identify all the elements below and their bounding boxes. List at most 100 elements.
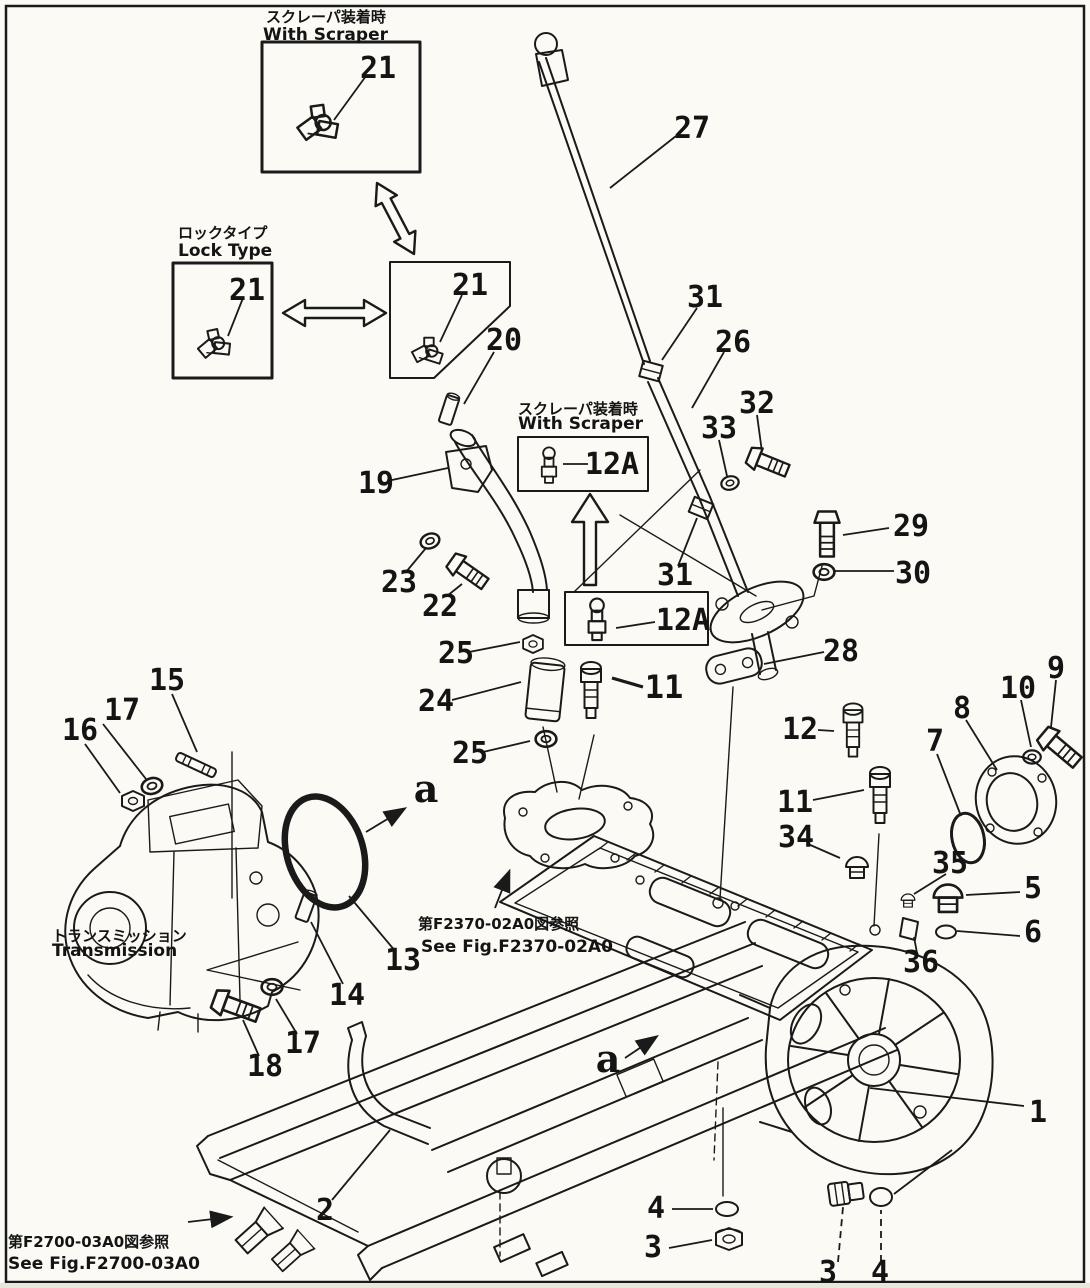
annotation-with-scraper-mid-jp: スクレーパ装着時 bbox=[518, 400, 638, 418]
main-frame bbox=[196, 921, 898, 1281]
grommet-31-upper bbox=[638, 359, 664, 383]
double-arrow-horizontal bbox=[281, 298, 388, 328]
cylinder-24 bbox=[524, 657, 566, 723]
part-label-21-3: 21 bbox=[452, 268, 488, 303]
part-label-3-46: 3 bbox=[819, 1255, 837, 1288]
detail-box-with-scraper-top bbox=[260, 40, 422, 174]
part-label-26-5: 26 bbox=[715, 325, 751, 360]
part-label-32-7: 32 bbox=[739, 386, 775, 421]
washer-30 bbox=[812, 562, 836, 582]
part-label-23-13: 23 bbox=[381, 565, 417, 600]
section-a-arrow-2 bbox=[624, 1034, 659, 1059]
part-label-34-31: 34 bbox=[778, 820, 814, 855]
bolt-18 bbox=[208, 985, 264, 1029]
part-label-21-0: 21 bbox=[360, 51, 396, 86]
part-label-3-44: 3 bbox=[644, 1230, 662, 1265]
o-ring-7 bbox=[950, 811, 986, 865]
part-label-12A-9: 12A bbox=[585, 447, 639, 482]
pointer-lines-transmission bbox=[206, 941, 301, 991]
part-label-5-34: 5 bbox=[1024, 871, 1042, 906]
part-label-28-18: 28 bbox=[823, 634, 859, 669]
bolt-22 bbox=[443, 549, 493, 595]
plug-35 bbox=[900, 893, 916, 908]
part-label-20-6: 20 bbox=[486, 323, 522, 358]
plug-3-right bbox=[827, 1180, 865, 1207]
clamp-31-lower bbox=[687, 495, 715, 521]
part-label-17-39: 17 bbox=[285, 1026, 321, 1061]
clip-33 bbox=[718, 473, 742, 493]
bracket-line-flange bbox=[761, 565, 823, 611]
part-label-1-45: 1 bbox=[1029, 1095, 1047, 1130]
part-label-17-27: 17 bbox=[104, 693, 140, 728]
detail-box-lock-type bbox=[171, 261, 274, 380]
annotation-see-fig-f2700-jp: 第F2700-03A0図参照 bbox=[8, 1233, 169, 1251]
transmission bbox=[64, 779, 320, 1033]
gasket-28 bbox=[705, 647, 763, 685]
up-arrow-scraper bbox=[570, 492, 610, 587]
washer-23 bbox=[417, 529, 443, 553]
annotation-with-scraper-top-jp: スクレーパ装着時 bbox=[266, 8, 386, 26]
see-fig-f2370-arrow bbox=[493, 868, 511, 909]
double-arrow-diagonal bbox=[374, 181, 417, 256]
detail-box-12a-upper bbox=[517, 436, 649, 492]
part-label-6-35: 6 bbox=[1024, 915, 1042, 950]
part-label-36-36: 36 bbox=[903, 945, 939, 980]
guide-bracket-2 bbox=[347, 1021, 431, 1145]
part-label-8-23: 8 bbox=[953, 691, 971, 726]
breather-12 bbox=[842, 702, 864, 758]
part-label-9-21: 9 bbox=[1047, 651, 1065, 686]
gasket-4-left bbox=[715, 1201, 739, 1217]
annotation-see-fig-f2370-en: See Fig.F2370-02A0 bbox=[421, 937, 613, 957]
leader-lines bbox=[84, 75, 1057, 1263]
part-label-15-26: 15 bbox=[149, 663, 185, 698]
part-label-18-40: 18 bbox=[247, 1049, 283, 1084]
arrow-pointers bbox=[187, 807, 659, 1229]
part-label-4-47: 4 bbox=[871, 1255, 889, 1288]
part-label-33-8: 33 bbox=[701, 411, 737, 446]
cover-8 bbox=[974, 755, 1058, 845]
plug-5 bbox=[932, 883, 964, 914]
part-label-35-33: 35 bbox=[932, 846, 968, 881]
part-label-24-19: 24 bbox=[418, 684, 454, 719]
rear-case-wheel bbox=[739, 944, 994, 1176]
deck-plate bbox=[499, 835, 881, 1021]
part-label-25-30: 25 bbox=[452, 736, 488, 771]
construction-lines bbox=[499, 469, 880, 1257]
plug-34 bbox=[845, 856, 869, 879]
bolt-9 bbox=[1033, 722, 1087, 774]
part-label-30-12: 30 bbox=[895, 556, 931, 591]
part-label-14-38: 14 bbox=[329, 978, 365, 1013]
flange-of-tube-26 bbox=[709, 580, 805, 681]
part-label-27-1: 27 bbox=[674, 111, 710, 146]
part-label-25-17: 25 bbox=[438, 636, 474, 671]
washer-17-upper bbox=[138, 774, 166, 798]
part-label-19-10: 19 bbox=[358, 466, 394, 501]
breather-11-right bbox=[869, 766, 891, 824]
annotation-see-fig-f2700-en: See Fig.F2700-03A0 bbox=[8, 1254, 200, 1274]
part-label-12-24: 12 bbox=[782, 712, 818, 747]
hinge-clevis-b bbox=[267, 1229, 316, 1276]
detail-box-scraper-valve bbox=[389, 261, 511, 379]
part-label-a-41: a bbox=[596, 1036, 621, 1081]
part-label-29-11: 29 bbox=[893, 509, 929, 544]
page-margin-strip bbox=[0, 1283, 1090, 1288]
bolt-29 bbox=[813, 510, 841, 558]
part-label-10-22: 10 bbox=[1000, 671, 1036, 706]
part-label-31-15: 31 bbox=[657, 558, 693, 593]
o-ring-13 bbox=[281, 793, 369, 911]
mount-feet bbox=[493, 1233, 569, 1278]
tube-26 bbox=[647, 377, 749, 597]
stud-15 bbox=[174, 751, 218, 779]
part-label-12A-16: 12A bbox=[656, 603, 710, 638]
detail-box-12a-lower bbox=[564, 591, 709, 646]
part-label-13-37: 13 bbox=[385, 943, 421, 978]
part-label-7-25: 7 bbox=[926, 724, 944, 759]
annotation-transmission-jp: トランスミッション bbox=[52, 927, 187, 945]
annotation-with-scraper-top-en: With Scraper bbox=[263, 25, 389, 45]
ring-4-right bbox=[869, 1187, 893, 1207]
annotation-see-fig-f2370-jp: 第F2370-02A0図参照 bbox=[418, 915, 579, 933]
breather-11-middle bbox=[580, 661, 602, 719]
part-label-16-28: 16 bbox=[62, 713, 98, 748]
